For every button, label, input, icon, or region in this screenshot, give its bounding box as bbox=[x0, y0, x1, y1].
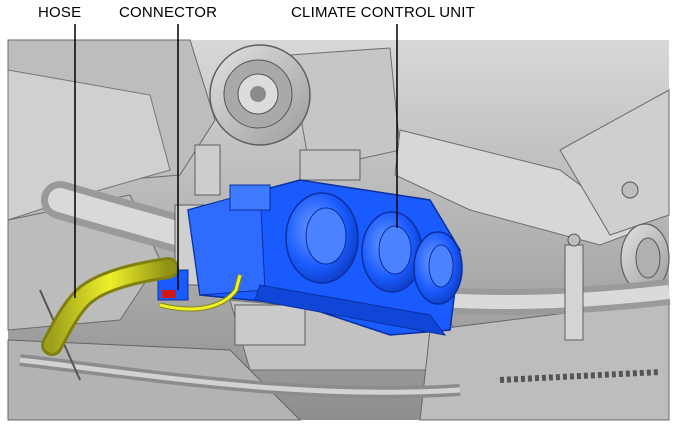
right-air-vent bbox=[620, 223, 670, 293]
hose bbox=[41, 257, 243, 356]
round-air-vent bbox=[209, 44, 311, 146]
climate-control-unit bbox=[187, 179, 463, 336]
hose-label: HOSE bbox=[38, 4, 82, 21]
climate-control-unit-label: CLIMATE CONTROL UNIT bbox=[291, 4, 476, 21]
connector-label: CONNECTOR bbox=[119, 4, 218, 21]
